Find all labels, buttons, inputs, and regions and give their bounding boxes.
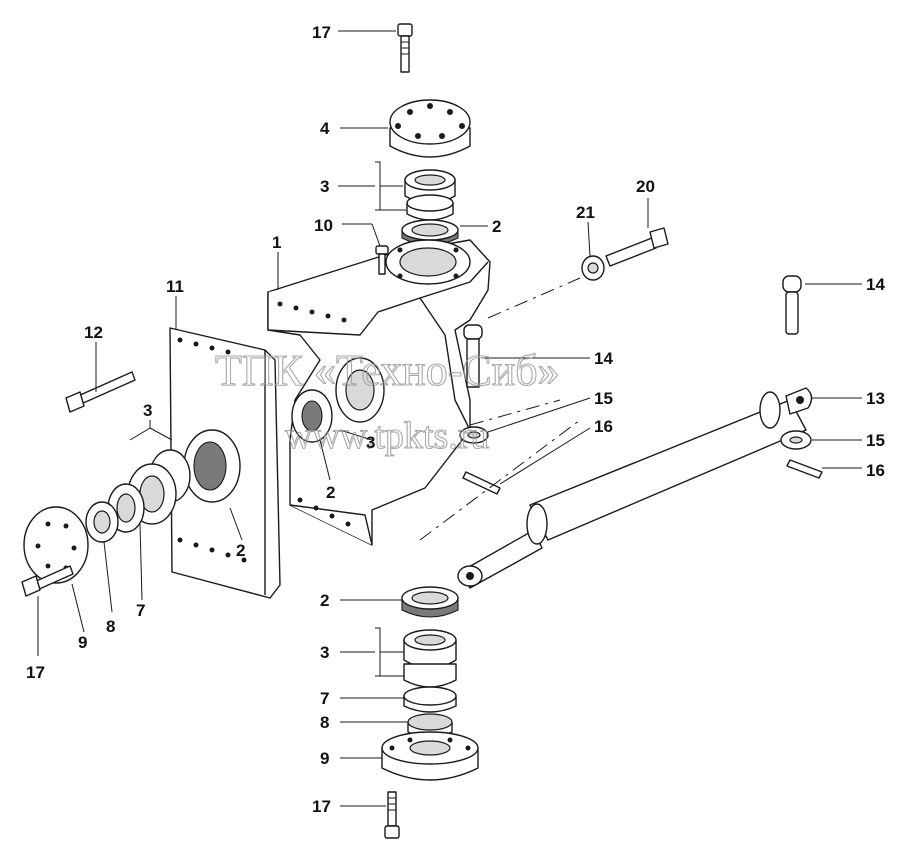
callout-2-center: 2 — [326, 483, 335, 502]
callout-3-bottom: 3 — [320, 643, 329, 662]
nut-21 — [581, 255, 605, 281]
callout-3-center: 3 — [366, 433, 375, 452]
hydraulic-cylinder — [457, 387, 813, 589]
pin-right — [782, 275, 802, 335]
bolt-20 — [605, 227, 669, 267]
callout-20: 20 — [636, 177, 655, 196]
callout-7-left: 7 — [136, 601, 145, 620]
ring-8-left — [85, 501, 119, 543]
callout-13: 13 — [866, 389, 885, 408]
seal-bottom — [401, 586, 459, 618]
callout-16-mid: 16 — [594, 417, 613, 436]
bearing-rings-top — [404, 169, 456, 221]
leader-lines — [37, 30, 862, 807]
callout-17-top: 17 — [312, 23, 331, 42]
callout-17-left: 17 — [26, 663, 45, 682]
callout-8-bottom: 8 — [320, 713, 329, 732]
bolt-left — [21, 565, 74, 597]
bolt-10 — [375, 245, 389, 275]
seal-center — [291, 389, 333, 443]
washer-right — [780, 430, 812, 450]
callout-15-right: 15 — [866, 431, 885, 450]
callout-14-right: 14 — [866, 275, 885, 294]
watermark: ТПК «Техно-Сиб» www.tpkts.ru — [214, 345, 560, 457]
callout-9-left: 9 — [78, 633, 87, 652]
callout-7-bottom: 7 — [320, 689, 329, 708]
bolt-bottom — [384, 791, 400, 839]
callout-21: 21 — [576, 203, 595, 222]
pin-mid — [463, 324, 483, 388]
callout-12: 12 — [84, 323, 103, 342]
callout-10: 10 — [314, 216, 333, 235]
callout-4: 4 — [320, 119, 330, 138]
steering-housing — [267, 239, 491, 546]
cotter-pin-mid — [462, 471, 501, 495]
callout-9-bottom: 9 — [320, 749, 329, 768]
seal-left — [183, 429, 241, 503]
callout-2-left: 2 — [236, 541, 245, 560]
top-cap — [389, 99, 471, 158]
bolt-12 — [65, 371, 136, 413]
callout-2-bottom: 2 — [320, 591, 329, 610]
end-cap-left — [23, 506, 89, 584]
bolt-top — [397, 23, 413, 73]
callout-3-left: 3 — [143, 401, 152, 420]
callout-2-top: 2 — [492, 217, 501, 236]
cotter-pin-right — [786, 459, 823, 479]
washer-mid — [459, 426, 489, 444]
center-lines — [419, 277, 581, 541]
bearing-rings-bottom — [403, 629, 457, 688]
callout-3-top: 3 — [320, 177, 329, 196]
ring-7-bottom — [403, 686, 457, 713]
callout-16-right: 16 — [866, 461, 885, 480]
callout-labels: 17 4 3 10 2 1 21 20 14 11 12 14 15 16 3 … — [26, 23, 885, 816]
callout-11: 11 — [166, 277, 184, 296]
watermark-line2: www.tpkts.ru — [285, 415, 489, 457]
callout-14-mid: 14 — [594, 349, 613, 368]
callout-8-left: 8 — [106, 617, 115, 636]
callout-15-mid: 15 — [594, 389, 613, 408]
callout-1: 1 — [272, 233, 281, 252]
watermark-line1: ТПК «Техно-Сиб» — [215, 346, 560, 395]
callout-17-bottom: 17 — [312, 797, 331, 816]
end-cap-bottom — [381, 731, 479, 781]
